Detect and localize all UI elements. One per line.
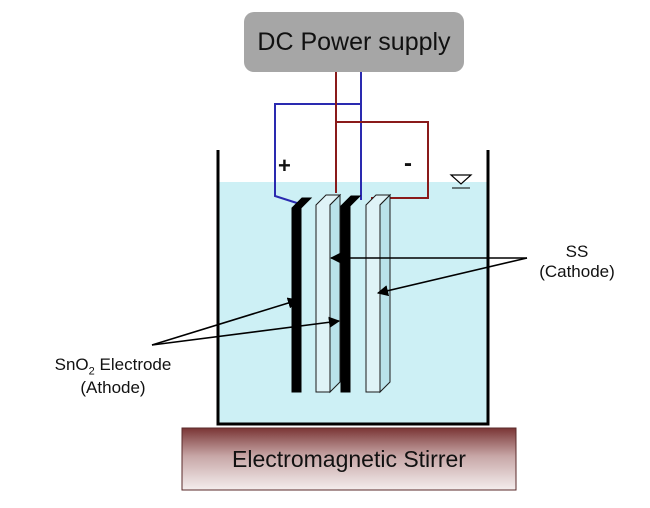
anode-label: SnO2 Electrode (Athode) bbox=[18, 355, 208, 398]
power-supply-box bbox=[244, 12, 464, 72]
anode-label-prefix: SnO bbox=[54, 355, 89, 374]
arrow-ss-2 bbox=[376, 257, 528, 297]
arrow-anode-2 bbox=[151, 316, 341, 346]
negative-terminal-label: - bbox=[404, 150, 412, 177]
cathode-label-line1: SS bbox=[565, 242, 589, 261]
anode-label-line1: SnO2 Electrode bbox=[18, 355, 208, 378]
stirrer-base bbox=[181, 427, 517, 491]
arrow-anode-1 bbox=[151, 297, 300, 346]
cathode-plate-2-side bbox=[379, 193, 391, 394]
pointer-arrows bbox=[151, 252, 528, 346]
cathode-plate-1-side bbox=[329, 193, 341, 394]
cathode-label: SS (Cathode) bbox=[522, 242, 632, 281]
cathode-label-line2: (Cathode) bbox=[539, 261, 615, 281]
anode-label-line2: (Athode) bbox=[80, 378, 146, 398]
anode-label-subscript: 2 bbox=[88, 365, 95, 378]
positive-terminal-label: + bbox=[278, 153, 291, 178]
power-supply-label: DC Power supply bbox=[257, 27, 451, 56]
positive-wire bbox=[274, 72, 362, 205]
electrode-stack bbox=[291, 193, 392, 394]
anode-plate-1 bbox=[291, 197, 313, 393]
water-level-triangle-icon bbox=[449, 174, 473, 189]
electrolyte-solution bbox=[218, 182, 488, 424]
beaker bbox=[216, 150, 490, 426]
stirrer-label: Electromagnetic Stirrer bbox=[232, 445, 466, 472]
anode-plate-2 bbox=[340, 195, 362, 393]
anode-label-suffix: Electrode bbox=[94, 355, 172, 374]
